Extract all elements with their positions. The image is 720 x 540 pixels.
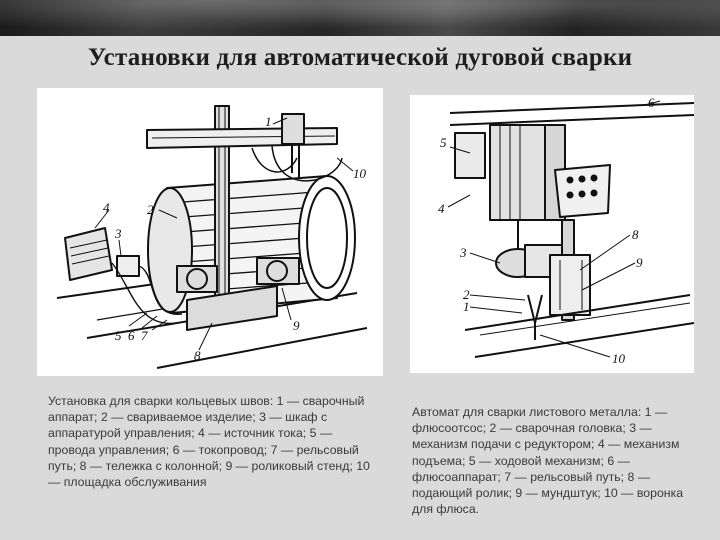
- sheet-metal: [464, 294, 691, 331]
- control-cabinet: [116, 255, 140, 277]
- figure-label: 1: [463, 299, 470, 314]
- figure-label: 2: [463, 287, 470, 302]
- figure-label: 3: [114, 226, 122, 241]
- figure-label: 1: [265, 114, 272, 129]
- figure-label: 8: [632, 227, 639, 242]
- figure-label: 3: [459, 245, 467, 260]
- banner-sheen: [0, 0, 720, 36]
- figure-label: 8: [194, 348, 201, 363]
- figure-label: 2: [147, 202, 154, 217]
- figure-label: 10: [353, 166, 367, 181]
- figure-label: 4: [438, 201, 445, 216]
- roller-stand: [256, 257, 300, 285]
- figure-label: 9: [293, 318, 300, 333]
- top-decorative-banner: [0, 0, 720, 36]
- figure-label: 5: [115, 328, 122, 343]
- figure-label: 7: [141, 328, 148, 343]
- carriage: [186, 285, 278, 331]
- figure-label: 6: [648, 95, 655, 110]
- automat-body: [489, 124, 546, 221]
- cylinder-bore: [306, 187, 348, 289]
- circular-seam-welding-installation-figure: 1 2 3 4 5 6 7 8 9 10: [37, 88, 383, 376]
- roller-stand: [176, 265, 218, 293]
- rail-beam: [449, 114, 694, 126]
- slide-title: Установки для автоматической дуговой сва…: [87, 44, 633, 71]
- figure-label: 5: [440, 135, 447, 150]
- power-source-box: [64, 227, 113, 281]
- circular-seam-welding-drawing: 1 2 3 4 5 6 7 8 9 10: [56, 105, 368, 369]
- left-figure-caption: Установка для сварки кольцевых швов: 1 —…: [48, 394, 370, 490]
- welding-nozzle: [291, 144, 300, 178]
- figure-label: 9: [636, 255, 643, 270]
- travel-mechanism: [454, 132, 486, 179]
- right-figure-caption: Автомат для сварки листового металла: 1 …: [412, 405, 684, 517]
- sheet-welding-drawing: 1 2 3 4 5 6 8 9 10: [438, 95, 694, 366]
- sheet-welding-automat-figure: 1 2 3 4 5 6 8 9 10: [410, 95, 694, 373]
- figure-label: 10: [612, 351, 626, 366]
- rail-line: [156, 327, 368, 369]
- rail-beam: [449, 102, 694, 114]
- figure-label: 4: [103, 200, 110, 215]
- figure-label: 6: [128, 328, 135, 343]
